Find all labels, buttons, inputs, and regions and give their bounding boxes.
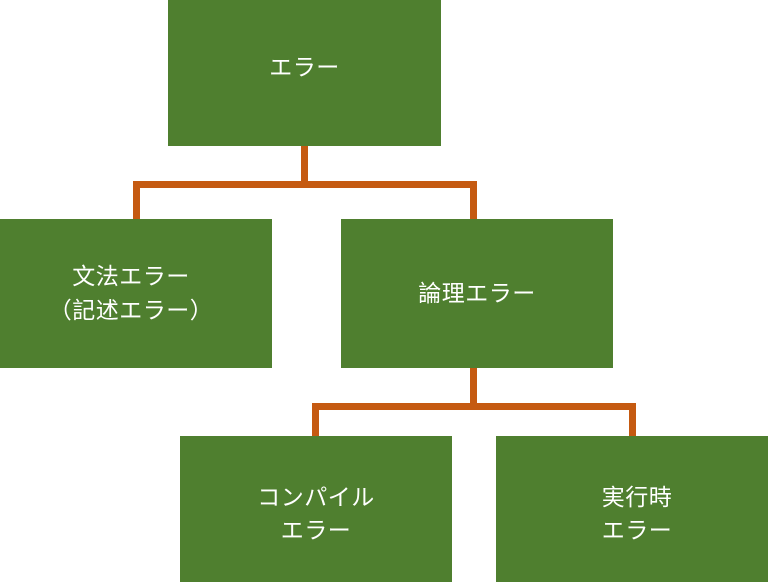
node-runtime-error: 実行時 エラー: [496, 436, 768, 582]
node-runtime-error-label: 実行時 エラー: [602, 481, 673, 548]
connector-drop-to-compile-error: [312, 403, 319, 439]
connector-upper-horizontal-bar: [133, 181, 477, 188]
node-error-line-1: エラー: [269, 54, 340, 81]
connector-logic-stem: [470, 365, 477, 410]
node-syntax-error: 文法エラー （記述エラー）: [0, 219, 272, 368]
node-error: エラー: [168, 0, 441, 146]
node-compile-error-line-1: コンパイル: [257, 483, 375, 510]
node-compile-error-label: コンパイル エラー: [257, 481, 375, 548]
node-logic-error: 論理エラー: [341, 219, 613, 368]
node-error-label: エラー: [269, 51, 340, 84]
node-logic-error-line-1: 論理エラー: [418, 279, 536, 306]
connector-lower-horizontal-bar: [312, 403, 636, 410]
node-compile-error: コンパイル エラー: [180, 436, 452, 582]
node-syntax-error-label: 文法エラー （記述エラー）: [49, 260, 214, 327]
connector-drop-to-logic-error: [470, 181, 477, 222]
node-syntax-error-line-2: （記述エラー）: [48, 296, 214, 323]
node-runtime-error-line-2: エラー: [601, 517, 673, 543]
node-compile-error-line-2: エラー: [280, 517, 352, 543]
connector-drop-to-runtime-error: [629, 403, 636, 439]
node-runtime-error-line-1: 実行時: [601, 483, 673, 510]
connector-drop-to-syntax-error: [133, 181, 140, 222]
connector-root-stem: [301, 143, 308, 188]
node-logic-error-label: 論理エラー: [418, 277, 536, 310]
node-syntax-error-line-1: 文法エラー: [72, 263, 190, 290]
